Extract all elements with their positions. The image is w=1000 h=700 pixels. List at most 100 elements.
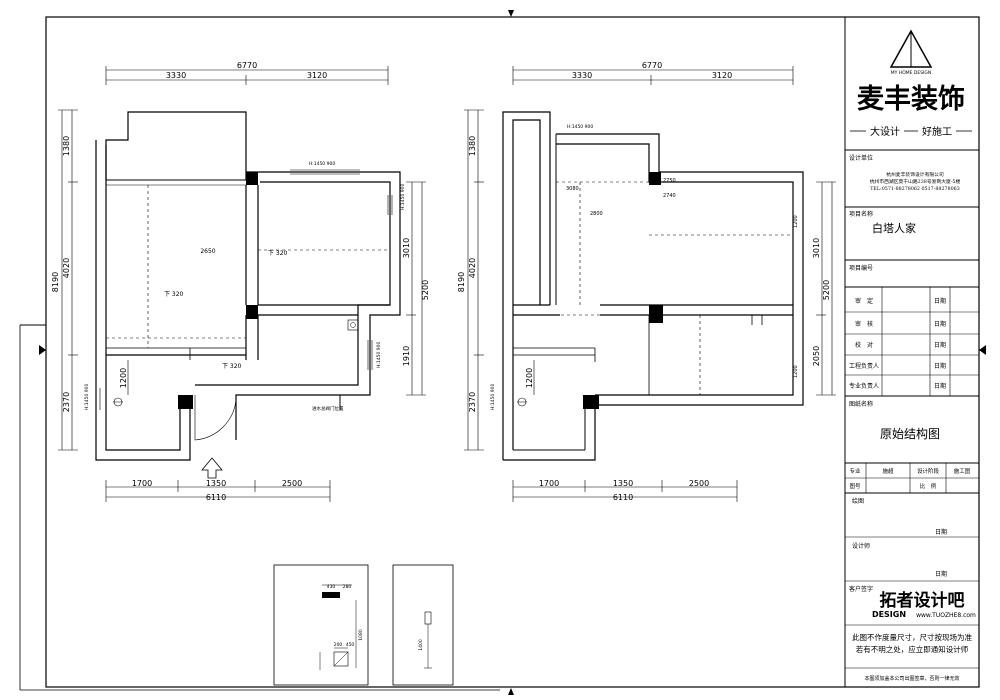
plan2-note-3: 2750 <box>663 178 676 184</box>
spec-2: 设计阶段 <box>917 467 940 475</box>
plan2-note-4: 2740 <box>663 193 676 199</box>
plan2-note-1: 3080 <box>566 186 579 192</box>
plan1-note-0: 2650 <box>200 248 215 255</box>
plan2-note-2: 2800 <box>590 211 603 217</box>
design-unit-label: 设计单位 <box>849 154 873 162</box>
plan-left: 6770 3330 3120 8190 1380 4020 2370 <box>51 61 430 502</box>
project-name-label: 项目名称 <box>849 210 873 218</box>
plan2-dim-left-total: 8190 <box>457 272 466 292</box>
dim-top-right: 3120 <box>307 71 327 80</box>
plan2-dim-right-a: 3010 <box>812 238 821 258</box>
detail1-dim-a: 430 <box>327 584 336 590</box>
plan2-dim-bottom-total: 6110 <box>613 493 633 502</box>
dim-left-c: 2370 <box>62 392 71 412</box>
dim-bottom-total: 6110 <box>206 493 226 502</box>
watermark-sub: DESIGN <box>872 610 906 619</box>
note-line1: 此图不作度量尺寸，尺寸按现场为准 <box>852 632 972 642</box>
designer-date: 日期 <box>935 570 947 578</box>
plan2-dim-inner: 1200 <box>525 368 534 388</box>
row-label-4: 专业负责人 <box>849 382 879 390</box>
slogan-right: 好施工 <box>922 125 952 138</box>
plan2-dim-right-b: 5200 <box>822 280 831 300</box>
client-label: 客户签字 <box>849 585 873 593</box>
plan2-dim-bottom-a: 1700 <box>539 479 559 488</box>
row-date-4: 日期 <box>934 382 946 390</box>
watermark-text: 拓者设计吧 <box>880 590 965 611</box>
drawer-date: 日期 <box>935 528 947 536</box>
designer-label: 设计师 <box>852 542 870 550</box>
row-date-1: 日期 <box>934 320 946 328</box>
sheet-border <box>19 10 986 695</box>
row-date-2: 日期 <box>934 341 946 349</box>
row-label-0: 审 定 <box>855 297 873 305</box>
logo-mark-text: MY HOME DESIGN <box>891 70 932 76</box>
spec-3: 施工图 <box>954 467 971 475</box>
title-block: MY HOME DESIGN 麦丰装饰 大设计 好施工 设计单位 杭州麦丰装饰设… <box>844 17 979 687</box>
plan2-dim-top-left: 3330 <box>572 71 592 80</box>
row-label-3: 工程负责人 <box>849 362 879 370</box>
drawer-label: 绘图 <box>852 497 864 505</box>
row-label-2: 校 对 <box>855 341 873 349</box>
dim-bottom-b: 1350 <box>206 479 226 488</box>
design-unit-line3: TEL:0571-88278062 0517-88278063 <box>870 186 960 192</box>
row-date-3: 日期 <box>934 362 946 370</box>
design-unit-line1: 杭州麦丰装饰设计有限公司 <box>886 171 944 178</box>
detail1-dim-b: 280 <box>343 584 352 590</box>
plan2-dim-left-a: 1380 <box>468 136 477 156</box>
no-2: 比 例 <box>920 482 937 490</box>
plan1-note-4: H:1450 900 <box>309 161 336 167</box>
row-label-1: 审 核 <box>855 320 873 328</box>
project-no-label: 项目编号 <box>849 264 873 272</box>
footer-text: 本图须加盖本公司出图签章，否则一律无效 <box>864 675 959 682</box>
plan1-note-2: 下 320 <box>164 291 184 298</box>
plan1-note-5: H:1450 900 <box>400 183 406 210</box>
detail1-dim-d: 450 <box>346 642 355 648</box>
plan1-dim-inner: 1200 <box>119 368 128 388</box>
spec-0: 专业 <box>849 467 861 475</box>
company-name: 麦丰装饰 <box>857 84 965 115</box>
plan1-note-3: 下 320 <box>222 363 242 370</box>
note-line2: 若有不明之处，应立即通知设计师 <box>856 644 969 654</box>
plan2-note-7: H:1450 900 <box>490 383 496 410</box>
drawing-name-label: 图纸名称 <box>849 400 873 408</box>
plan1-dim-right-c: 1910 <box>402 346 411 366</box>
plan1-dim-right-b: 5200 <box>421 280 430 300</box>
plan1-note-1: 下 320 <box>268 250 288 257</box>
spec-1: 施超 <box>882 467 894 475</box>
dim-left-total: 8190 <box>51 272 60 292</box>
detail2-dim-a: 1400 <box>418 639 424 651</box>
no-0: 图号 <box>849 482 861 490</box>
plan-right: 6770 3330 3120 8190 1380 4020 2370 <box>457 61 836 502</box>
row-date-0: 日期 <box>934 297 946 305</box>
plan1-note-6: H:1450 900 <box>376 341 382 368</box>
plan2-note-5: 1200 <box>793 215 799 228</box>
plan2-dim-bottom-c: 2500 <box>689 479 709 488</box>
dim-bottom-c: 2500 <box>282 479 302 488</box>
project-name: 白塔人家 <box>872 221 916 235</box>
watermark-url: www.TUOZHE8.com <box>916 612 976 619</box>
detail-box-1: 430 280 200 450 1080 <box>273 564 369 686</box>
dim-top-left: 3330 <box>166 71 186 80</box>
plan1-dim-right-a: 3010 <box>402 238 411 258</box>
plan2-dim-bottom-b: 1350 <box>613 479 633 488</box>
detail-box-2: 1400 <box>392 564 454 686</box>
plan2-note-0: H:1450 900 <box>567 124 594 130</box>
design-unit-line2: 杭州市西湖区莫干山路238号浙商大厦-5楼 <box>870 178 961 185</box>
dim-left-a: 1380 <box>62 136 71 156</box>
dim-bottom-a: 1700 <box>132 479 152 488</box>
plan1-note-8: 进水总阀门位置 <box>312 405 344 412</box>
drawing-name: 原始结构图 <box>880 426 940 441</box>
detail1-dim-c: 200 <box>334 642 343 648</box>
plan2-dim-top-right: 3120 <box>712 71 732 80</box>
slogan-left: 大设计 <box>870 125 900 138</box>
dim-top-total: 6770 <box>237 61 257 70</box>
detail1-dim-e: 1080 <box>358 629 364 641</box>
plan2-note-6: 1200 <box>793 365 799 378</box>
plan2-dim-left-c: 2370 <box>468 392 477 412</box>
plan2-dim-top-total: 6770 <box>642 61 662 70</box>
plan1-note-7: H:1450 900 <box>84 383 90 410</box>
plan2-dim-right-c: 2050 <box>812 346 821 366</box>
plan2-dim-left-b: 4020 <box>468 258 477 278</box>
dim-left-b: 4020 <box>62 258 71 278</box>
